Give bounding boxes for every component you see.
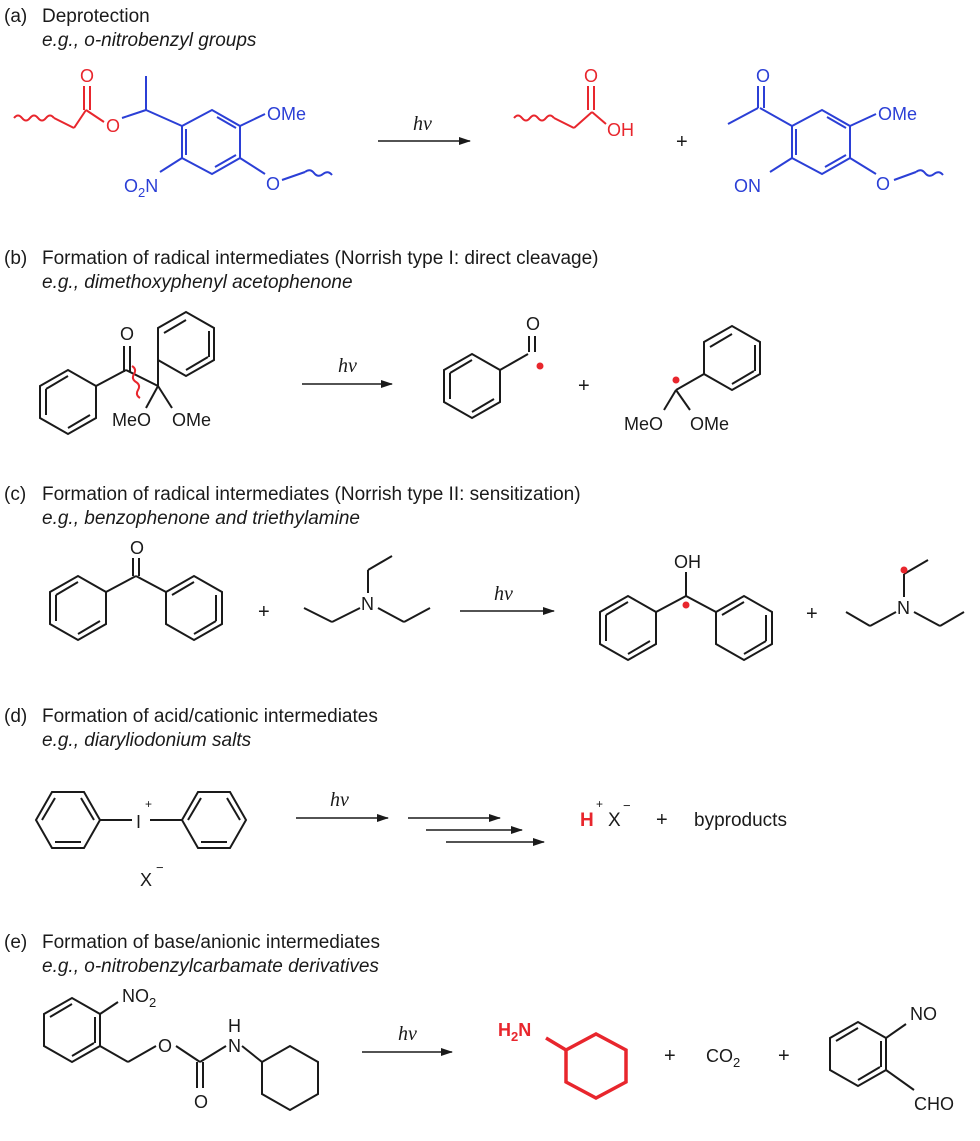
c-plus-2: + <box>806 603 818 625</box>
a-ether-o: O <box>266 174 280 194</box>
d-byproducts: byproducts <box>694 810 787 831</box>
section-b: (b) Formation of radical intermediates (… <box>4 248 761 436</box>
e-nitroso: NO <box>910 1004 937 1024</box>
section-c-label: (c) <box>4 484 26 505</box>
a-carbonyl-o: O <box>80 66 94 86</box>
section-d-title: Formation of acid/cationic intermediates <box>42 706 378 727</box>
section-b-label: (b) <box>4 248 27 269</box>
c-arrow-label: hν <box>494 583 513 605</box>
e-plus-1: + <box>664 1045 676 1067</box>
e-carbamate <box>43 996 319 1112</box>
e-arrow-label: hν <box>398 1023 417 1045</box>
a-arrow-label: hν <box>413 113 432 135</box>
section-c-title: Formation of radical intermediates (Norr… <box>42 484 581 505</box>
section-a-title: Deprotection <box>42 6 150 27</box>
b-product-meo: MeO <box>624 414 663 434</box>
section-a: (a) Deprotection e.g., o-nitrobenzyl gro… <box>4 6 944 200</box>
d-anion-charge: − <box>623 798 631 813</box>
c-radical-dot-2 <box>900 566 908 574</box>
d-iodine-charge: + <box>145 797 152 811</box>
c-triethylamine <box>303 555 431 623</box>
c-benzophenone <box>49 558 223 642</box>
b-benzoyl-o: O <box>526 314 540 334</box>
c-radical-n: N <box>897 598 910 618</box>
b-product-ome: OMe <box>690 414 729 434</box>
b-cleavage-mark <box>131 365 141 399</box>
b-product-benzoyl <box>443 336 536 420</box>
section-c: (c) Formation of radical intermediates (… <box>4 484 965 662</box>
c-carbonyl-o: O <box>130 538 144 558</box>
section-b-example: e.g., dimethoxyphenyl acetophenone <box>42 272 353 293</box>
e-carbonyl-o: O <box>194 1092 208 1112</box>
section-d-label: (d) <box>4 706 27 727</box>
d-plus: + <box>656 809 668 831</box>
c-plus-1: + <box>258 601 270 623</box>
d-arrow-label: hν <box>330 789 349 811</box>
b-meo: MeO <box>112 410 151 430</box>
b-ome: OMe <box>172 410 211 430</box>
e-nitro: NO2 <box>122 986 156 1010</box>
section-e: (e) Formation of base/anionic intermedia… <box>4 932 954 1114</box>
section-d: (d) Formation of acid/cationic intermedi… <box>4 706 787 890</box>
e-nitrosobenzaldehyde <box>829 1020 915 1091</box>
d-anion: X <box>608 810 621 831</box>
a-product-no: ON <box>734 176 761 196</box>
b-radical-dot-1 <box>536 362 544 370</box>
a-reactant-nitrobenzyl <box>121 76 333 181</box>
a-ketone-o: O <box>756 66 770 86</box>
b-reactant <box>39 310 215 436</box>
e-carbamate-h: H <box>228 1016 241 1036</box>
e-carbamate-n: N <box>228 1036 241 1056</box>
e-aldehyde: CHO <box>914 1094 954 1114</box>
a-plus: + <box>676 131 688 153</box>
section-c-example: e.g., benzophenone and triethylamine <box>42 508 360 529</box>
c-ketyl-radical <box>599 572 773 662</box>
a-product-ether-o: O <box>876 174 890 194</box>
d-proton-charge: + <box>596 797 603 811</box>
d-iodonium <box>34 791 248 849</box>
section-e-title: Formation of base/anionic intermediates <box>42 932 380 953</box>
a-no2: O2N <box>124 176 158 200</box>
a-reactant-ester <box>13 86 105 129</box>
section-d-example: e.g., diaryliodonium salts <box>42 730 252 751</box>
e-cyclohexylamine <box>545 1032 628 1100</box>
section-a-example: e.g., o-nitrobenzyl groups <box>42 30 257 51</box>
c-radical-dot-1 <box>682 601 690 609</box>
e-amine: H2N <box>498 1020 531 1044</box>
d-counterion: X <box>140 870 152 890</box>
a-ome: OMe <box>267 104 306 124</box>
a-acid-oh: OH <box>607 120 634 140</box>
section-b-title: Formation of radical intermediates (Norr… <box>42 248 599 269</box>
c-amine-n: N <box>361 594 374 614</box>
section-e-example: e.g., o-nitrobenzylcarbamate derivatives <box>42 956 379 977</box>
e-co2: CO2 <box>706 1046 740 1070</box>
c-amine-radical <box>845 559 965 627</box>
c-ketyl-oh: OH <box>674 552 701 572</box>
b-arrow-label: hν <box>338 355 357 377</box>
b-carbonyl-o: O <box>120 324 134 344</box>
d-counterion-charge: − <box>156 860 164 875</box>
b-radical-dot-2 <box>672 376 680 384</box>
d-iodine: I <box>136 812 141 832</box>
e-ester-o: O <box>158 1036 172 1056</box>
d-proton: H <box>580 810 594 831</box>
a-product-nitroso <box>727 86 944 181</box>
b-product-ketal-radical <box>663 324 761 411</box>
b-plus: + <box>578 375 590 397</box>
a-acid-o: O <box>584 66 598 86</box>
a-product-ome: OMe <box>878 104 917 124</box>
e-plus-2: + <box>778 1045 790 1067</box>
section-e-label: (e) <box>4 932 27 953</box>
section-a-label: (a) <box>4 6 27 27</box>
a-product-acid <box>513 86 607 129</box>
a-ester-o: O <box>106 116 120 136</box>
